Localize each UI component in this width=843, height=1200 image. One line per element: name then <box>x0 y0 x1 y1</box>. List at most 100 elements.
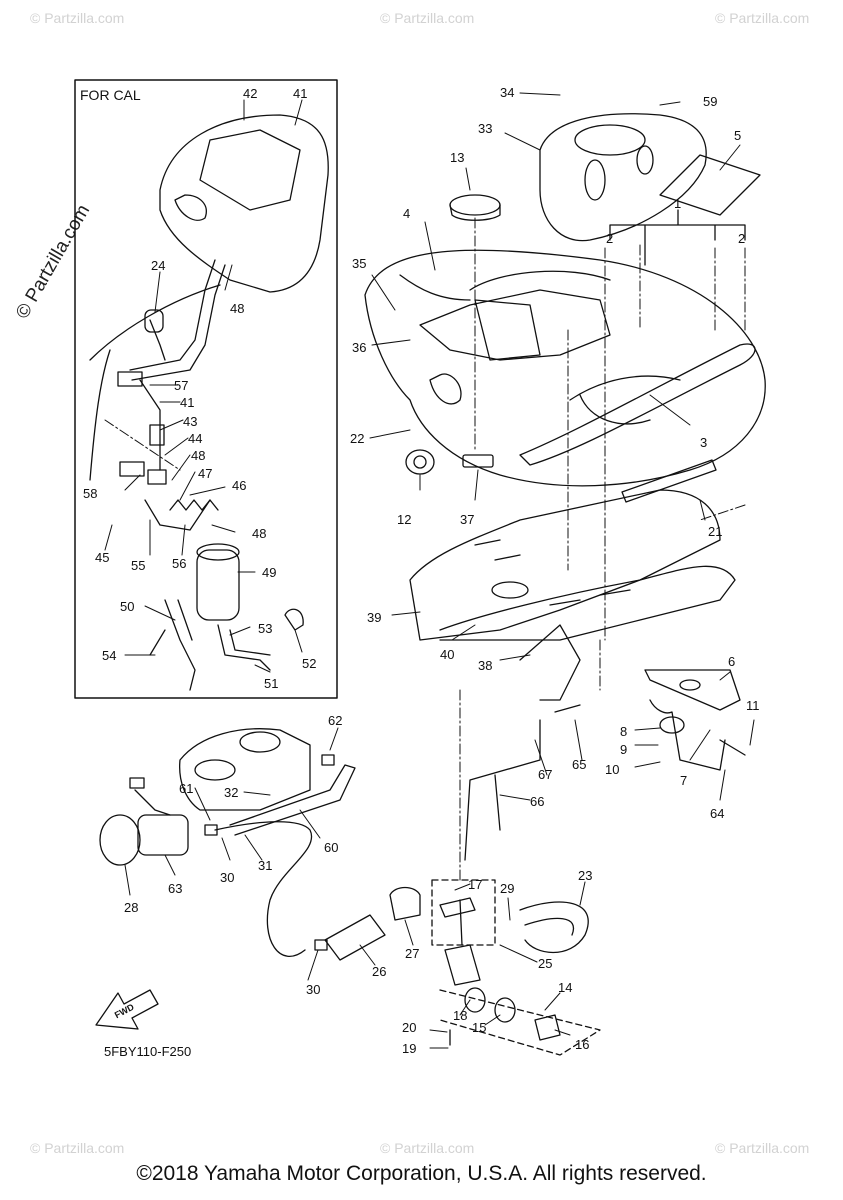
callout-28: 28 <box>124 900 138 915</box>
inset-frame <box>74 79 338 699</box>
callout-51: 51 <box>264 676 278 691</box>
callout-27: 27 <box>405 946 419 961</box>
tank-cover <box>539 113 707 242</box>
watermark: © Partzilla.com <box>380 1140 475 1156</box>
watermark: © Partzilla.com <box>715 1140 810 1156</box>
callout-39: 39 <box>367 610 381 625</box>
callout-60: 60 <box>324 840 338 855</box>
callout-40: 40 <box>440 647 454 662</box>
watermark: © Partzilla.com <box>380 10 475 26</box>
callout-30: 30 <box>306 982 320 997</box>
callout-63: 63 <box>168 881 182 896</box>
throttle-body <box>179 728 311 811</box>
callout-33: 33 <box>478 121 492 136</box>
callout-8: 8 <box>620 724 627 739</box>
callout-12: 12 <box>397 512 411 527</box>
callout-24: 24 <box>151 258 165 273</box>
watermark: © Partzilla.com <box>30 10 125 26</box>
callout-52: 52 <box>302 656 316 671</box>
callout-64: 64 <box>710 806 724 821</box>
callout-2: 2 <box>606 231 613 246</box>
callout-41: 41 <box>180 395 194 410</box>
bracket <box>644 669 741 711</box>
callout-1: 1 <box>674 196 681 211</box>
callout-62: 62 <box>328 713 342 728</box>
callout-2: 2 <box>738 231 745 246</box>
callout-67: 67 <box>538 767 552 782</box>
callout-20: 20 <box>402 1020 416 1035</box>
watermark: © Partzilla.com <box>715 10 810 26</box>
inset-pump <box>196 549 240 621</box>
callout-59: 59 <box>703 94 717 109</box>
callout-48: 48 <box>230 301 244 316</box>
callout-32: 32 <box>224 785 238 800</box>
fuel-hose <box>229 764 356 836</box>
figure-code: 5FBY110-F250 <box>104 1044 192 1059</box>
callout-65: 65 <box>572 757 586 772</box>
callout-57: 57 <box>174 378 188 393</box>
tank-stripe <box>519 343 756 466</box>
callout-30: 30 <box>220 870 234 885</box>
callout-31: 31 <box>258 858 272 873</box>
callout-38: 38 <box>478 658 492 673</box>
fuel-pump <box>137 814 189 856</box>
inset-spring <box>169 499 219 511</box>
callout-37: 37 <box>460 512 474 527</box>
fuel-tank <box>364 249 766 487</box>
callout-43: 43 <box>183 414 197 429</box>
callout-45: 45 <box>95 550 109 565</box>
callout-13: 13 <box>450 150 464 165</box>
callout-14: 14 <box>558 980 572 995</box>
callout-58: 58 <box>83 486 97 501</box>
fwd-arrow <box>95 989 159 1030</box>
callout-3: 3 <box>700 435 707 450</box>
callout-61: 61 <box>179 781 193 796</box>
callout-15: 15 <box>472 1020 486 1035</box>
callout-56: 56 <box>172 556 186 571</box>
callout-18: 18 <box>453 1008 467 1023</box>
callout-19: 19 <box>402 1041 416 1056</box>
callout-47: 47 <box>198 466 212 481</box>
callout-41: 41 <box>293 86 307 101</box>
callout-22: 22 <box>350 431 364 446</box>
fuel-cap <box>449 194 501 216</box>
callout-35: 35 <box>352 256 366 271</box>
callout-49: 49 <box>262 565 276 580</box>
callout-21: 21 <box>708 524 722 539</box>
callout-16: 16 <box>575 1037 589 1052</box>
callout-54: 54 <box>102 648 116 663</box>
callout-48: 48 <box>191 448 205 463</box>
callout-50: 50 <box>120 599 134 614</box>
choke-cable <box>464 719 541 861</box>
callout-9: 9 <box>620 742 627 757</box>
callout-26: 26 <box>372 964 386 979</box>
callout-23: 23 <box>578 868 592 883</box>
callout-25: 25 <box>538 956 552 971</box>
callout-42: 42 <box>243 86 257 101</box>
callout-4: 4 <box>403 206 410 221</box>
callout-36: 36 <box>352 340 366 355</box>
inset-tank <box>159 114 329 293</box>
callout-11: 11 <box>746 698 760 713</box>
callout-48: 48 <box>252 526 266 541</box>
callout-46: 46 <box>232 478 246 493</box>
callout-17: 17 <box>468 877 482 892</box>
callout-34: 34 <box>500 85 514 100</box>
heat-shield <box>409 489 721 641</box>
callout-6: 6 <box>728 654 735 669</box>
callout-66: 66 <box>530 794 544 809</box>
fuel-filter <box>324 914 386 961</box>
copyright-notice: ©2018 Yamaha Motor Corporation, U.S.A. A… <box>136 1162 707 1185</box>
callout-10: 10 <box>605 762 619 777</box>
inset-hose <box>129 259 216 371</box>
callout-55: 55 <box>131 558 145 573</box>
callout-44: 44 <box>188 431 202 446</box>
callout-7: 7 <box>680 773 687 788</box>
inset-label: FOR CAL <box>80 87 141 103</box>
callout-29: 29 <box>500 881 514 896</box>
callout-53: 53 <box>258 621 272 636</box>
decal <box>659 154 761 216</box>
callout-5: 5 <box>734 128 741 143</box>
watermark: © Partzilla.com <box>30 1140 125 1156</box>
